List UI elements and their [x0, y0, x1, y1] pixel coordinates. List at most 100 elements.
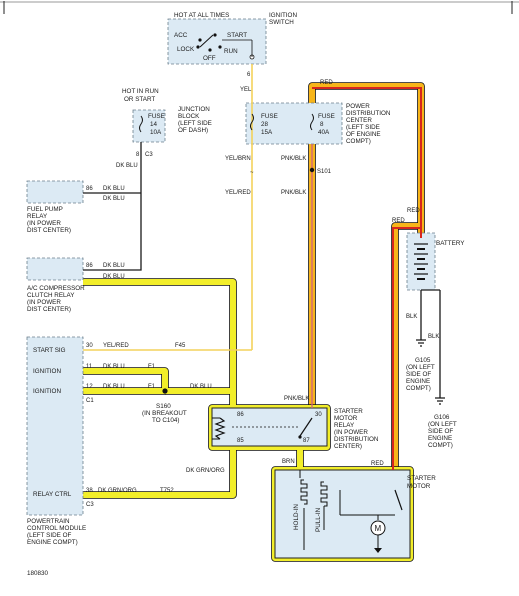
relay-wire85: DK GRN/ORG — [186, 468, 225, 474]
relay-name-line5: DISTRIBUTION — [334, 436, 379, 443]
g105-line5: COMPT) — [406, 385, 431, 392]
s160-name-line3: TO C104) — [152, 417, 180, 424]
pdc-fuse-num: 8 — [320, 121, 324, 128]
battery-wire-gnd2: BLK — [428, 334, 439, 340]
pcm-ign1-circuit: F1 — [148, 364, 156, 370]
fpr-name-line3: (IN POWER — [27, 220, 61, 227]
ignition-switch-box — [167, 18, 267, 65]
junction-block-box — [132, 109, 166, 143]
fpr-name-line2: RELAY — [27, 213, 48, 220]
g106-line2: (ON LEFT — [428, 421, 457, 428]
fuel-pump-relay-box — [26, 180, 84, 204]
starter-name-line2: MOTOR — [407, 483, 431, 490]
acr-wire2: DK BLU — [103, 274, 125, 280]
ignition-acc: ACC — [174, 32, 188, 39]
s160-wire: DK BLU — [190, 384, 212, 390]
starter-motor: RED STARTER MOTOR M HOLD-IN PULL-IN — [293, 461, 436, 553]
pcm-relay-ctrl-pin: 38 — [86, 488, 93, 494]
pcm-name-line2: CONTROL MODULE — [27, 525, 86, 532]
pcm-name-line1: POWERTRAIN — [27, 518, 70, 525]
figure-number: 180830 — [27, 570, 49, 577]
relay-name-line1: STARTER — [334, 408, 363, 415]
jb-fuse-amp: 10A — [150, 129, 162, 136]
relay-pin30: 30 — [315, 412, 322, 418]
fuel-pump-relay: 86 DK BLU DK BLU FUEL PUMP RELAY (IN POW… — [27, 186, 125, 234]
g106-line5: COMPT) — [428, 442, 453, 449]
acr-name-line1: A/C COMPRESSOR — [27, 285, 85, 292]
pcm-name-line4: ENGINE COMPT) — [27, 539, 78, 546]
acr-pin: 86 — [86, 263, 93, 269]
acr-wire1: DK BLU — [103, 263, 125, 269]
wires — [83, 64, 441, 470]
pdc-splice: S101 — [317, 169, 332, 175]
pcm-relay-ctrl-label: RELAY CTRL — [33, 491, 72, 498]
starter-wire-red: RED — [371, 461, 384, 467]
fpr-pin: 86 — [86, 186, 93, 192]
g106-line3: SIDE OF — [428, 428, 453, 435]
ignition-start: START — [227, 32, 247, 39]
relay-name-line3: RELAY — [334, 422, 355, 429]
jb-name-line2: BLOCK — [178, 113, 200, 120]
fpr-wire2: DK BLU — [103, 196, 125, 202]
f28-num: 28 — [261, 121, 269, 128]
acr-name-line3: (IN POWER — [27, 299, 61, 306]
pcm-box — [26, 336, 84, 516]
ignition-run: RUN — [224, 48, 238, 55]
s160-name-line2: (IN BREAKOUT — [142, 410, 187, 417]
relay-wire30: PNK/BLK — [284, 396, 309, 402]
jb-connector: C3 — [145, 152, 153, 158]
battery: RED RED BATTERY BLK BLK G105 (ON LEFT SI… — [392, 208, 465, 449]
jb-fuse-word: FUSE — [148, 113, 165, 120]
battery-wire-side: RED — [392, 218, 405, 224]
hold-in-label: HOLD-IN — [293, 504, 300, 530]
pull-in-label: PULL-IN — [315, 507, 322, 532]
ignition-switch: HOT AT ALL TIMES IGNITION SWITCH ACC STA… — [174, 12, 297, 93]
pdc-name-line3: CENTER — [346, 117, 372, 124]
ignition-hot-label: HOT AT ALL TIMES — [174, 12, 229, 19]
ignition-lock: LOCK — [177, 46, 195, 53]
ac-relay: 86 DK BLU DK BLU A/C COMPRESSOR CLUTCH R… — [27, 263, 125, 313]
f28-wire-out: YEL/BRN — [225, 156, 251, 162]
jb-name-line4: OF DASH) — [178, 127, 208, 134]
pcm-start-sig-circuit: F45 — [175, 343, 186, 349]
jb-wire: DK BLU — [116, 163, 138, 169]
battery-wire-top: RED — [407, 208, 420, 214]
pcm-start-sig-wire: YEL/RED — [103, 343, 129, 349]
f28-word: FUSE — [261, 113, 278, 120]
pcm-start-sig-label: START SIG — [33, 347, 66, 354]
battery-wire-gnd1: BLK — [406, 314, 417, 320]
pcm-ign2-wire: DK BLU — [103, 384, 125, 390]
pcm-ign1-pin: 11 — [86, 364, 93, 370]
pdc-name-line1: POWER — [346, 103, 370, 110]
relay-name-line2: MOTOR — [334, 415, 358, 422]
pdc-name-line2: DISTRIBUTION — [346, 110, 391, 117]
pcm-c3: C3 — [86, 502, 94, 508]
starter-motor-box — [274, 469, 411, 559]
g106-line1: G106 — [434, 414, 450, 421]
g105-line2: (ON LEFT — [406, 364, 435, 371]
relay-pin87: 87 — [303, 438, 310, 444]
pcm-ign2-label: IGNITION — [33, 388, 61, 395]
pdc-fuse-word: FUSE — [318, 113, 335, 120]
jb-pin: 8 — [136, 152, 140, 158]
relay-name-line6: CENTER) — [334, 443, 362, 450]
pcm: START SIG 30 YEL/RED F45 IGNITION 11 DK … — [27, 343, 186, 546]
ignition-wire: YEL — [240, 87, 252, 93]
pcm-ign2-pin: 12 — [86, 384, 93, 390]
acr-name-line2: CLUTCH RELAY — [27, 292, 75, 299]
motor-symbol: M — [375, 524, 382, 533]
g105-line1: G105 — [415, 357, 431, 364]
pdc-wire-out: PNK/BLK — [281, 156, 306, 162]
svg-text:~: ~ — [250, 170, 254, 176]
pdc-wire-after: PNK/BLK — [281, 190, 306, 196]
jb-hot-line1: HOT IN RUN — [122, 88, 159, 95]
starter-name-line1: STARTER — [407, 475, 436, 482]
battery-label: BATTERY — [436, 240, 465, 247]
relay-wire87: BRN — [282, 459, 295, 465]
jb-hot-line2: OR START — [124, 96, 155, 103]
jb-name-line3: (LEFT SIDE — [178, 120, 212, 127]
pcm-start-sig-pin: 30 — [86, 343, 93, 349]
battery-box — [406, 232, 436, 291]
f28-wire-after: YEL/RED — [225, 190, 251, 196]
